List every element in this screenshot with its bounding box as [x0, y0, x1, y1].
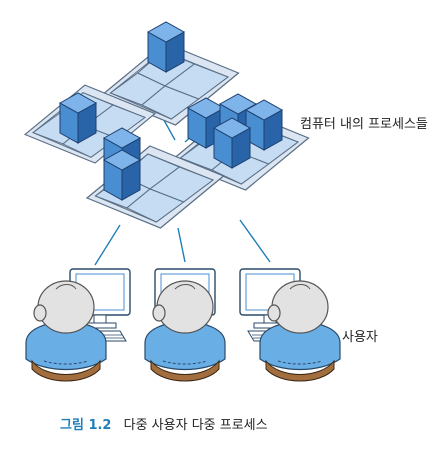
process-cube-icon	[245, 99, 283, 151]
processes-label: 컴퓨터 내의 프로세스들	[300, 117, 428, 132]
process-cube-icon	[103, 149, 141, 201]
user-station-right	[239, 268, 341, 382]
figure-caption: 그림 1.2 다중 사용자 다중 프로세스	[60, 414, 268, 433]
process-cube-icon	[147, 21, 185, 73]
process-cube-icon	[59, 92, 97, 144]
user-station-center	[144, 268, 226, 382]
process-cube-icon	[213, 117, 251, 169]
user-station-left	[25, 268, 131, 382]
users-label: 사용자	[342, 330, 378, 345]
figure-number: 그림 1.2	[60, 418, 112, 433]
figure-caption-text: 다중 사용자 다중 프로세스	[123, 418, 268, 433]
